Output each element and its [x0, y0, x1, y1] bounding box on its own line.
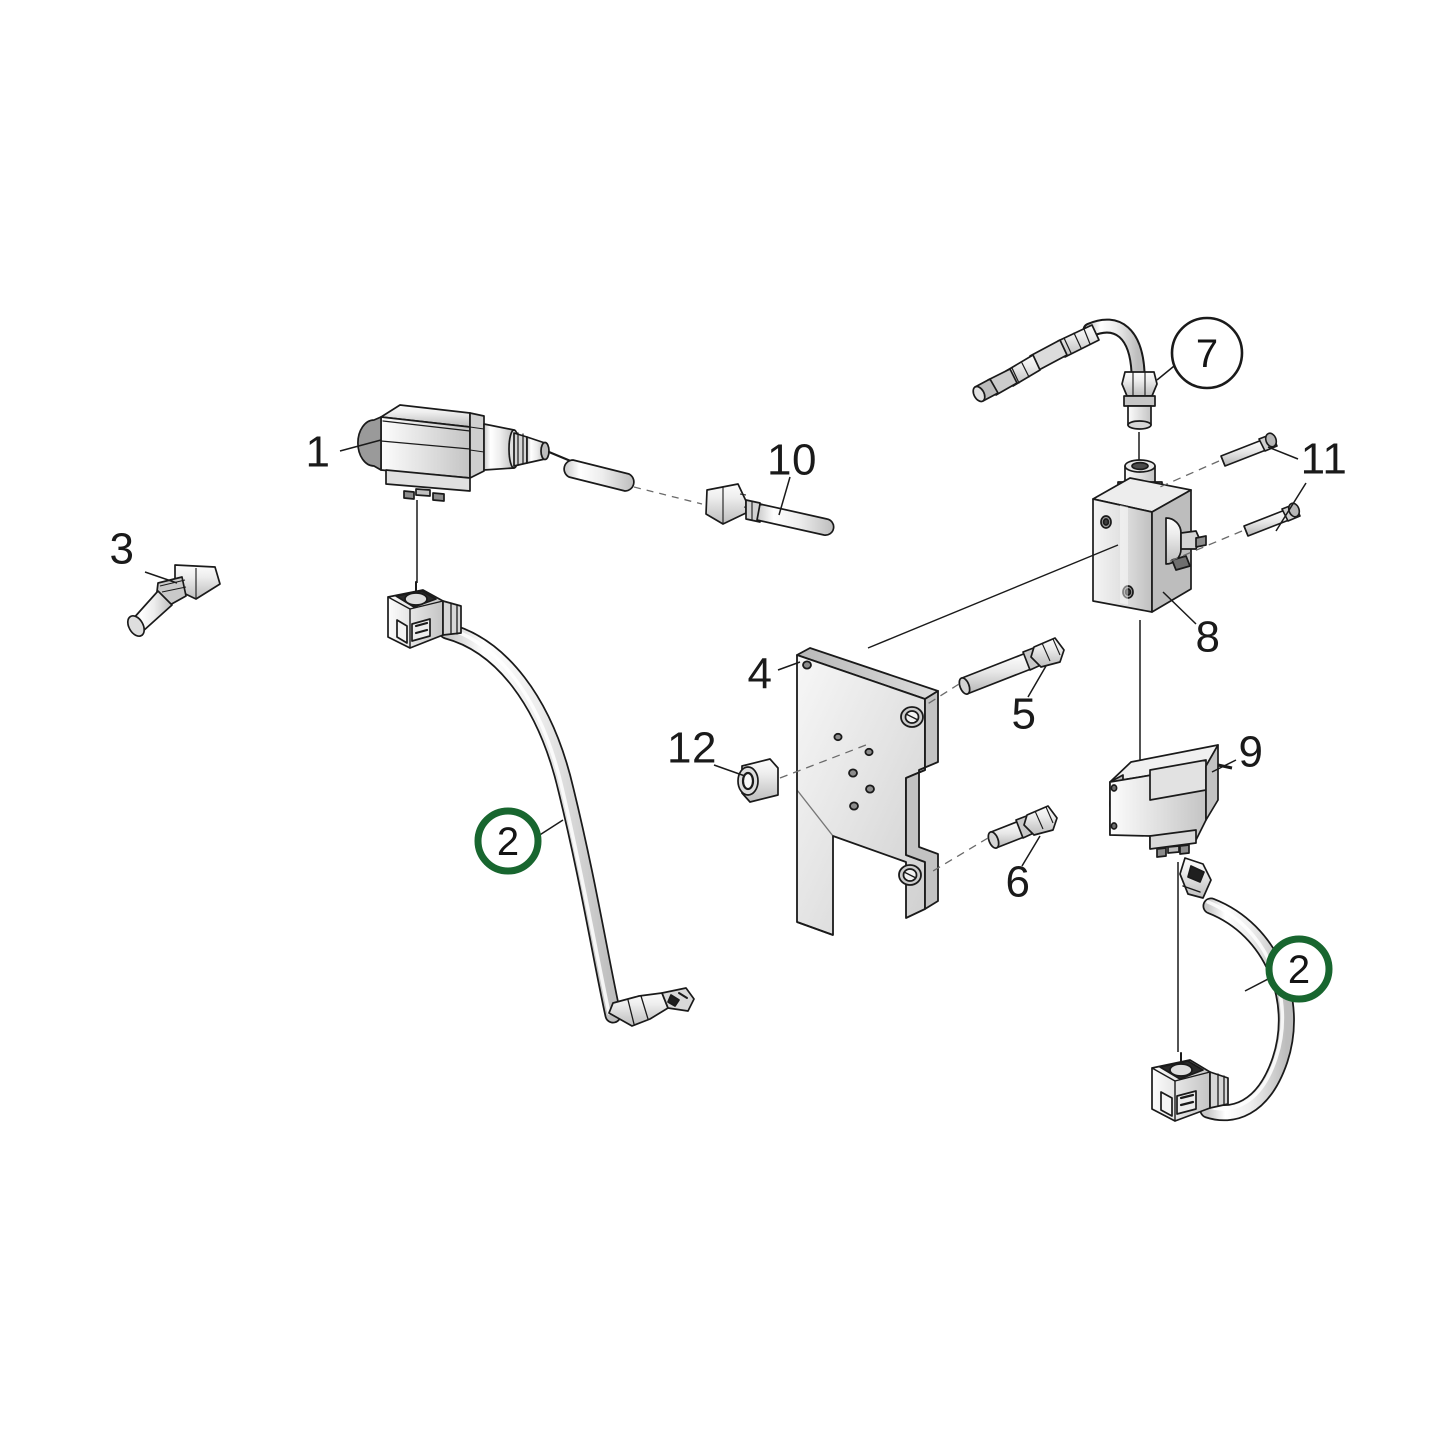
- balloon-ring-7: [1170, 316, 1244, 390]
- part-3-threaded-adapter-fitting: [126, 564, 221, 637]
- leader-line-8: [1162, 591, 1197, 625]
- part-8-valve-block: [1092, 459, 1207, 613]
- part-4-mounting-bracket: [796, 647, 939, 936]
- leader-line-4: [777, 661, 801, 671]
- leader-line-11-lower: [1275, 482, 1307, 532]
- part-10-sensor-probe: [705, 483, 835, 536]
- leader-line-10: [778, 476, 791, 516]
- leader-line-1: [339, 439, 382, 452]
- leader-line-9: [1211, 759, 1237, 773]
- balloon-label-7: 7: [1196, 332, 1218, 376]
- part-11-socket-head-screws: [1220, 432, 1301, 537]
- callout-label-11: 11: [1301, 435, 1348, 484]
- part-2-cable-harness-lower: [1151, 857, 1295, 1122]
- leader-line-11-upper: [1267, 446, 1299, 460]
- balloon-label-2-upper: 2: [497, 820, 519, 864]
- install-path-11-upper: [1159, 460, 1220, 488]
- callout-balloon-2-upper[interactable]: 2: [474, 807, 542, 875]
- callout-label-10: 10: [767, 436, 817, 485]
- leader-line-6: [1021, 835, 1041, 867]
- balloon-ring-2-lower: [1265, 935, 1333, 1003]
- part-6-short-hex-flange-bolt: [987, 805, 1058, 849]
- install-path-12: [779, 744, 867, 779]
- balloon-label-2-lower: 2: [1288, 948, 1310, 992]
- callout-label-1: 1: [306, 428, 331, 477]
- assembly-link-1-10: [633, 486, 703, 505]
- part-12-spacer-bushing: [737, 758, 779, 803]
- callout-balloon-7[interactable]: 7: [1170, 316, 1244, 390]
- callout-balloon-2-lower[interactable]: 2: [1265, 935, 1333, 1003]
- part-9-solenoid-valve: [1109, 744, 1233, 858]
- part-5-long-hex-flange-bolt: [958, 637, 1065, 695]
- leader-line-12: [713, 764, 746, 777]
- part-2-cable-harness-upper: [387, 581, 695, 1027]
- callout-label-6: 6: [1006, 858, 1031, 907]
- callout-label-12: 12: [667, 724, 717, 773]
- callout-label-5: 5: [1012, 690, 1037, 739]
- callout-label-9: 9: [1239, 728, 1264, 777]
- callout-label-3: 3: [110, 525, 135, 574]
- callout-label-8: 8: [1196, 613, 1221, 662]
- leader-line-3: [144, 571, 178, 584]
- leader-line-8-to-bracket: [867, 544, 1119, 649]
- install-path-6: [932, 837, 989, 872]
- part-1-pressure-switch-valve-assembly: [357, 404, 635, 502]
- install-path-5: [925, 683, 960, 706]
- balloon-ring-2-upper: [474, 807, 542, 875]
- leader-line-5: [1027, 665, 1047, 698]
- callout-label-4: 4: [748, 650, 773, 699]
- part-7-hose-fitting: [972, 318, 1158, 430]
